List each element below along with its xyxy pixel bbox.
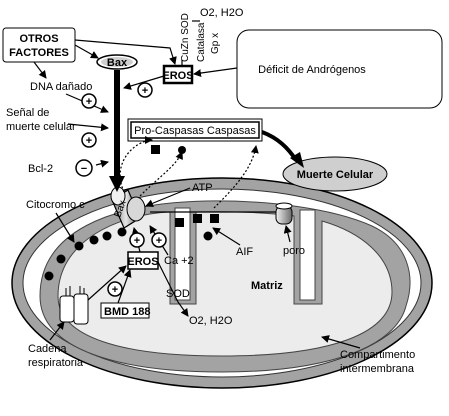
pro-caspasas-label: Pro-Caspasas Caspasas [134, 125, 256, 137]
eros-inner-box: EROS [127, 251, 159, 270]
bax-channel: Bax [110, 186, 146, 229]
deficit-box: Déficit de Andrógenos [236, 29, 443, 109]
bmd-label: BMD 188 [104, 306, 150, 318]
plus-channel-left: + [129, 232, 145, 248]
cyt-dot [117, 227, 127, 237]
dna-danado-label: DNA dañado [30, 81, 92, 93]
complex-block [73, 293, 89, 325]
bax-top: Bax [96, 54, 138, 70]
svg-text:−: − [81, 163, 87, 175]
cyt-dot [102, 231, 112, 241]
cadena-line2: respiratoria [28, 357, 84, 369]
aif-square [210, 214, 219, 223]
plus-channel-right: + [151, 232, 167, 248]
cyt-dot-caspase [178, 146, 186, 154]
muerte-celular: Muerte Celular [282, 156, 388, 192]
svg-text:+: + [86, 135, 92, 147]
plus-dna: + [81, 93, 97, 109]
plus-markers: + + + − + + + [75, 82, 167, 297]
svg-text:+: + [134, 235, 140, 247]
senal-line2: muerte celular [6, 121, 76, 133]
aif-square [175, 218, 184, 227]
cyt-dot [44, 271, 54, 281]
eros-inner-label: EROS [127, 256, 158, 268]
cadena-line1: Cadena [28, 343, 67, 355]
pro-caspasas-box: Pro-Caspasas Caspasas [127, 118, 263, 142]
complex-block [59, 295, 75, 323]
citocromo-label: Citocromo c [26, 199, 85, 211]
sod-label: SOD [166, 288, 190, 300]
bax-arrow [109, 70, 125, 192]
compartimento-line2: intermembrana [340, 363, 415, 375]
compartimento-line1: Compartimento [340, 349, 415, 361]
svg-text:+: + [156, 235, 162, 247]
deficit-label: Déficit de Andrógenos [258, 64, 366, 76]
eros-top-box: EROS [162, 64, 194, 85]
otros-factores-line1: OTROS [19, 33, 58, 45]
cuzn-sod-label: CuZn SOD [180, 13, 191, 62]
otros-factores-line2: FACTORES [9, 47, 69, 59]
ca2-label: Ca +2 [164, 255, 194, 267]
bcl2-label: Bcl-2 [28, 163, 53, 175]
caspase-to-death-arrow [261, 130, 298, 162]
cyt-dot [203, 231, 213, 241]
matrix [57, 211, 393, 357]
cyt-dot [89, 235, 99, 245]
complex-lines [65, 286, 85, 296]
plus-bmd: + [107, 281, 123, 297]
poro-label: poro [283, 245, 305, 257]
minus-bcl2: − [75, 159, 93, 177]
arrows [33, 20, 361, 349]
aif-square [193, 214, 202, 223]
atp-label: ATP [192, 182, 213, 194]
svg-text:+: + [112, 284, 118, 296]
matriz-label: Matriz [251, 280, 283, 292]
svg-text:+: + [142, 85, 148, 97]
pore [275, 202, 293, 225]
cyt-dot [56, 254, 66, 264]
svg-text:+: + [86, 96, 92, 108]
aif-square [151, 145, 160, 154]
muerte-celular-label: Muerte Celular [297, 169, 374, 181]
gp-x-label: Gp x [210, 33, 221, 54]
pore-top [275, 202, 293, 210]
otros-factores-box: OTROS FACTORES [2, 27, 76, 63]
aif-squares [151, 145, 219, 227]
aif-label: AIF [236, 246, 253, 258]
senal-line1: Señal de [6, 107, 49, 119]
cyt-dot [74, 241, 84, 251]
bax-top-label: Bax [107, 57, 128, 69]
o2-h2o-top-label: O2, H2O [200, 7, 244, 19]
plus-senal: + [81, 132, 97, 148]
respiratory-chain [59, 286, 89, 325]
catalasa-label: Catalasa [196, 22, 207, 62]
eros-top-label: EROS [162, 70, 193, 82]
o2-h2o-bottom-label: O2, H2O [189, 315, 233, 327]
plus-eros-top: + [137, 82, 153, 98]
bmd-box: BMD 188 [100, 302, 150, 319]
